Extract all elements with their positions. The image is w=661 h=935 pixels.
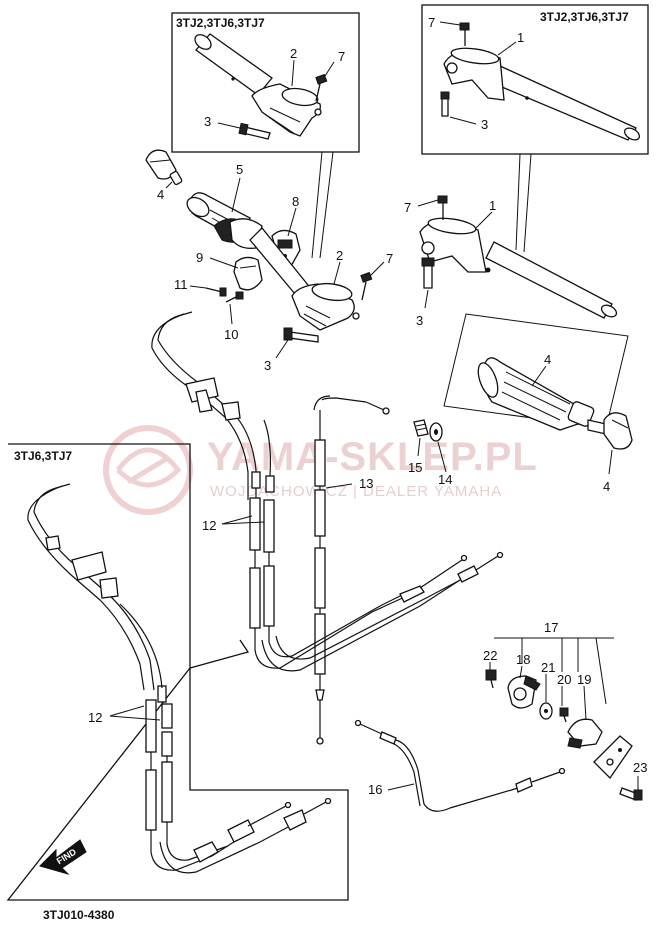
handlebar-right-main [419,217,618,319]
adjuster-15 [413,419,429,437]
callout-17-bracket [494,637,614,705]
throttle-cables-inset [27,483,332,874]
bolt-3-main-right [421,257,435,289]
inset-label-top-right: 3TJ2,3TJ6,3TJ7 [540,10,629,24]
callout-c15: 15 [408,460,422,475]
handlebar-left-inset [194,33,322,137]
callout-c7b: 7 [428,15,435,30]
find-arrow-icon: FIND [39,839,87,876]
nut-14 [429,422,443,442]
handlebar-left-main [249,227,360,331]
inset-top-right: 3TJ2,3TJ6,3TJ7 7 1 3 [421,4,649,155]
screw-11 [205,287,227,297]
screw-20 [559,707,569,723]
bar-end-weight-left [145,149,183,186]
callout-c9: 9 [196,250,203,265]
clamp-9 [233,256,263,291]
callout-c21: 21 [541,660,555,675]
bolt-inset-right [440,91,450,117]
cable-16 [354,719,566,812]
callout-c20: 20 [557,672,571,687]
callout-c1a: 1 [517,30,524,45]
lever-18 [507,675,541,709]
callout-c23: 23 [633,760,647,775]
callout-c13: 13 [359,476,373,491]
callout-c3d: 3 [416,313,423,328]
screw-7-main-left [360,271,373,301]
callout-c7d: 7 [404,200,411,215]
callout-c2a: 2 [290,46,297,61]
bar-end-weight-right [587,412,633,450]
inset-label-bottom-left: 3TJ6,3TJ7 [14,449,72,463]
callout-c4b: 4 [603,479,610,494]
inset-top-left: 3TJ2,3TJ6,3TJ7 2 7 3 [171,12,360,153]
inset-bottom-left: 3TJ6,3TJ7 12 [6,443,349,901]
callout-c12b: 12 [88,710,102,725]
callout-c17: 17 [544,620,558,635]
callout-c4a: 4 [157,187,164,202]
callout-c7c: 7 [386,251,393,266]
callout-c16: 16 [368,782,382,797]
callout-c3b: 3 [481,117,488,132]
watermark: YAMA-SKLEP.PL WOJDACHOWICZ | DEALER YAMA… [103,425,538,515]
screw-inset-left [315,73,328,102]
callout-c5: 4 [544,352,551,367]
bracket-plate [593,735,633,780]
screw-7-main-right [437,195,448,220]
screw-22 [485,669,497,689]
callout-c3a: 3 [204,114,211,129]
callout-c14: 14 [438,472,452,487]
washer-21 [539,702,553,720]
callout-c8: 8 [292,194,299,209]
throttle-cables-main [151,311,504,672]
callout-c1b: 1 [489,198,496,213]
screw-10 [225,291,244,303]
watermark-logo [103,425,193,515]
watermark-subtitle: WOJDACHOWICZ | DEALER YAMAHA [210,483,502,500]
right-grip [477,357,595,431]
callout-c18: 18 [516,652,530,667]
bolt-3-main-left [283,327,319,343]
callout-c10: 10 [224,327,238,342]
callout-c12a: 12 [202,518,216,533]
switch-body-19 [567,718,603,749]
callout-c2b: 2 [336,248,343,263]
watermark-title: YAMA-SKLEP.PL [207,435,538,479]
screw-inset-right-top [459,22,470,46]
bolt-23 [619,787,643,801]
bolt-inset-left [238,122,271,140]
callout-c22: 22 [483,648,497,663]
inset-label-top-left: 3TJ2,3TJ6,3TJ7 [176,16,265,30]
diagram-code: 3TJ010-4380 [43,908,115,922]
callout-c19: 19 [577,672,591,687]
handlebar-right-inset [443,47,641,141]
callout-c6: 5 [236,162,243,177]
callout-c3c: 3 [264,358,271,373]
callout-c7a: 7 [338,49,345,64]
callout-c11: 11 [174,277,188,292]
